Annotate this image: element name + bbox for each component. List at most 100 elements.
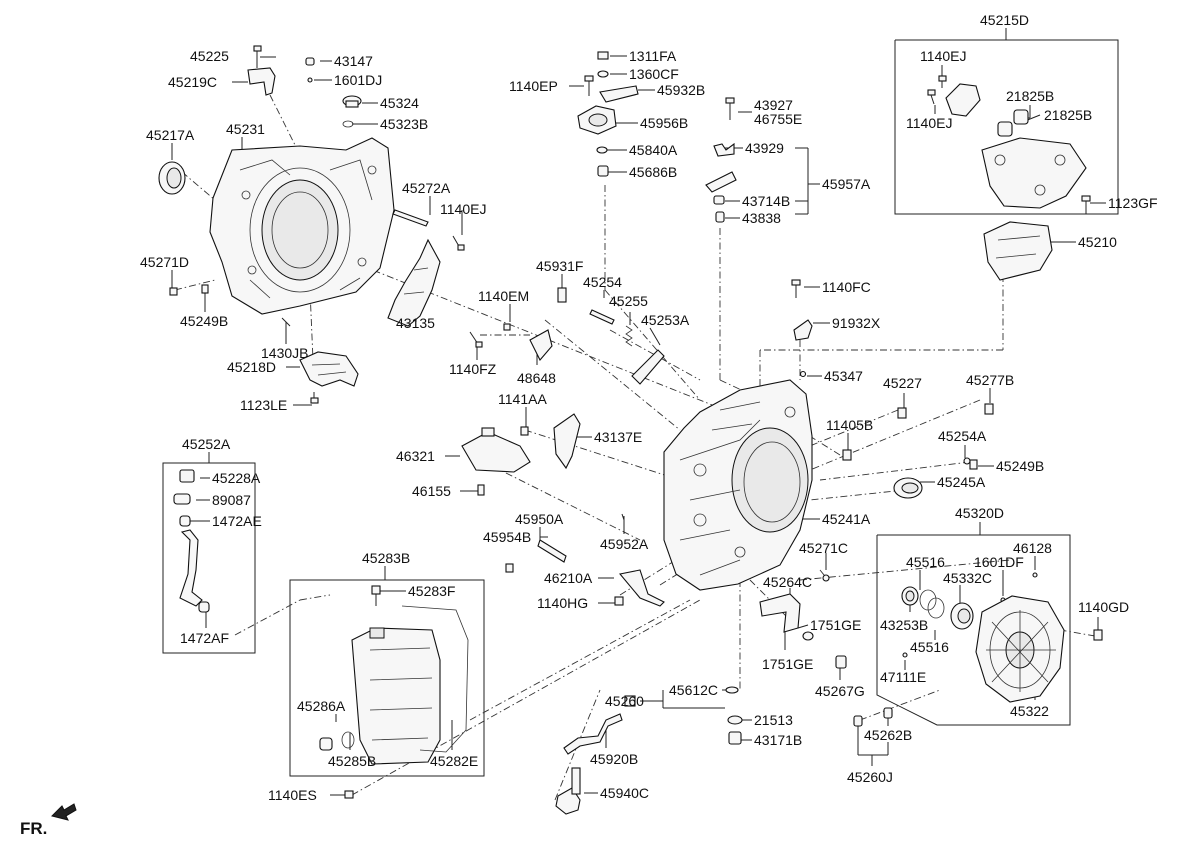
- group-box-45252A: [162, 452, 256, 654]
- label-45219C: 45219C: [168, 74, 217, 90]
- bolt-45283F: [371, 585, 381, 606]
- bushing-21825B-b: [1013, 109, 1029, 125]
- mount-45210: [983, 221, 1053, 281]
- detent-45253A: [631, 349, 665, 385]
- label-91932X: 91932X: [832, 315, 881, 331]
- label-45264C: 45264C: [763, 574, 812, 590]
- label-46128: 46128: [1013, 540, 1052, 556]
- baffle-43135: [387, 238, 441, 327]
- bolt-1141AA: [520, 426, 529, 436]
- group-box-45283B: [289, 566, 485, 777]
- label-45227: 45227: [883, 375, 922, 391]
- label-1123GF: 1123GF: [1108, 195, 1158, 211]
- label-1141AA: 1141AA: [498, 391, 547, 407]
- plug-45260J: [853, 715, 863, 727]
- plug-45254A: [963, 457, 971, 465]
- bolt-1140FC: [791, 279, 801, 298]
- pin-45931F: [557, 287, 567, 303]
- label-45282E: 45282E: [430, 753, 478, 769]
- label-45249B-b: 45249B: [996, 458, 1044, 474]
- label-45241A: 45241A: [822, 511, 871, 527]
- bearing-43253B: [901, 586, 919, 606]
- sensor-45920B: [563, 713, 623, 755]
- label-45215D: 45215D: [980, 12, 1029, 28]
- label-1601DF: 1601DF: [974, 554, 1024, 570]
- label-1140HG: 1140HG: [537, 595, 588, 611]
- label-45956B: 45956B: [640, 115, 688, 131]
- label-1140EJ-c: 1140EJ: [906, 115, 952, 131]
- pipe-45264C: [759, 593, 801, 633]
- pin-47111E: [902, 652, 908, 658]
- label-46321: 46321: [396, 448, 435, 464]
- cover-43137E: [553, 413, 581, 470]
- label-45322: 45322: [1010, 703, 1049, 719]
- pin-45347: [799, 370, 807, 378]
- front-direction-indicator: FR.: [20, 803, 77, 838]
- label-45228A: 45228A: [212, 470, 261, 486]
- fitting-45267G: [835, 655, 847, 669]
- label-43253B: 43253B: [880, 617, 928, 633]
- label-43838: 43838: [742, 210, 781, 226]
- plug-45249B-b: [969, 459, 978, 470]
- label-46755E: 46755E: [754, 111, 802, 127]
- bracket-46210A: [618, 569, 665, 607]
- plug-45271D: [169, 287, 178, 296]
- label-45272A: 45272A: [402, 180, 451, 196]
- cap-45324: [342, 95, 362, 108]
- seal-45217A: [158, 161, 186, 195]
- label-11405B: 11405B: [826, 417, 873, 433]
- plug-43147: [305, 57, 315, 66]
- plug-45262B: [883, 707, 893, 719]
- bracket-mount-45215D: [945, 83, 981, 117]
- label-45320D: 45320D: [955, 505, 1004, 521]
- label-45957A: 45957A: [822, 176, 871, 192]
- label-1140ES: 1140ES: [268, 787, 317, 803]
- label-45254A: 45254A: [938, 428, 987, 444]
- label-1140EJ-a: 1140EJ: [440, 201, 486, 217]
- part-number-labels: 45225 45219C 43147 1601DJ 45324 45323B 4…: [140, 12, 1158, 803]
- label-45612C: 45612C: [669, 682, 718, 698]
- label-45260J: 45260J: [847, 769, 893, 785]
- bolt-1140GD: [1093, 629, 1103, 641]
- label-43927: 43927: [754, 97, 793, 113]
- lever-48648: [529, 329, 553, 361]
- bolt-1123GF: [1081, 195, 1091, 214]
- label-1751GE-b: 1751GE: [762, 656, 813, 672]
- label-45286A: 45286A: [297, 698, 346, 714]
- fitting-1751GE: [802, 631, 814, 641]
- bolt-1140EP: [584, 75, 594, 96]
- clamp-1472AF: [198, 601, 210, 613]
- label-1311FA: 1311FA: [629, 48, 677, 64]
- label-45283B: 45283B: [362, 550, 410, 566]
- label-45260: 45260: [605, 693, 644, 709]
- bolt-45225: [253, 45, 262, 68]
- bracket-45218D: [299, 351, 359, 387]
- label-1140GD: 1140GD: [1078, 599, 1129, 615]
- transaxle-case-45241A: [663, 379, 813, 591]
- fr-label: FR.: [20, 819, 47, 838]
- label-45324: 45324: [380, 95, 419, 111]
- label-1472AE: 1472AE: [212, 513, 262, 529]
- label-45271D: 45271D: [140, 254, 189, 270]
- front-direction-arrow-icon: [51, 803, 77, 821]
- pin-45272A: [392, 209, 429, 227]
- sensor-45940C: [555, 767, 581, 815]
- bolt-1140EJ-a: [452, 235, 465, 251]
- label-1472AF: 1472AF: [180, 630, 229, 646]
- bolt-1123LE: [310, 392, 319, 404]
- plug-45260: [624, 695, 636, 707]
- filter-46321: [461, 427, 531, 473]
- hose-45252A: [179, 529, 203, 607]
- label-45283F: 45283F: [408, 583, 455, 599]
- bolt-45277B: [984, 403, 994, 415]
- assembly-guide-lines: [174, 94, 1096, 801]
- washer-1360CF: [597, 70, 609, 78]
- plug-45249B-a: [201, 284, 209, 294]
- label-47111E: 47111E: [880, 669, 926, 685]
- label-45271C: 45271C: [799, 540, 848, 556]
- label-45262B: 45262B: [864, 727, 912, 743]
- gasket-45282E: [401, 605, 469, 753]
- label-45940C: 45940C: [600, 785, 649, 801]
- label-21825B-b: 21825B: [1044, 107, 1092, 123]
- link-43714B: [705, 171, 737, 205]
